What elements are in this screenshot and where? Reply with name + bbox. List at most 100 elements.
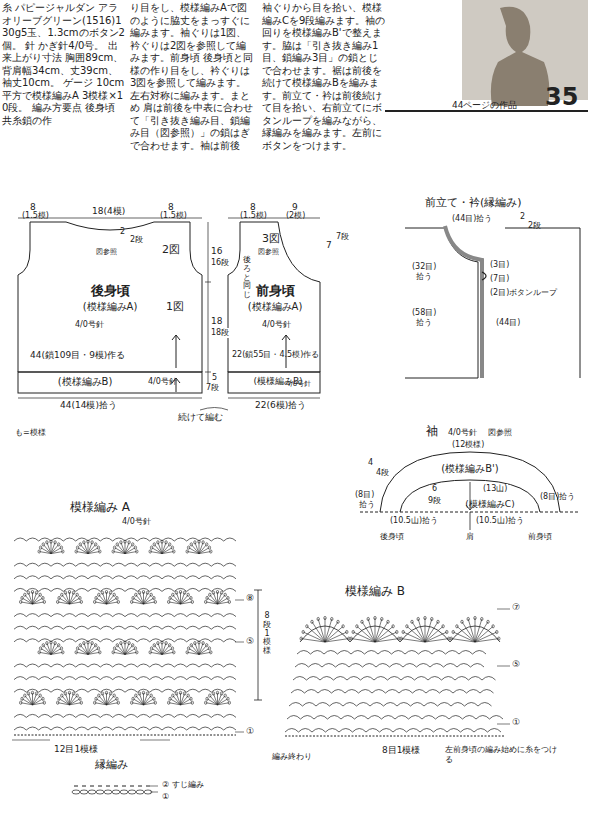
back-outline (18, 222, 202, 372)
annotation-text: 12目1模様 (54, 744, 98, 755)
annotation-text: ① (512, 717, 520, 728)
annotation-text: 4/0号針 (262, 320, 291, 330)
foundation-chain (285, 736, 505, 737)
piece-label: (模様編みA) (40, 300, 180, 314)
annotation-text: (7目) (490, 274, 509, 284)
annotation-text: 35 (545, 82, 578, 112)
annotation-text: (12模様) (452, 440, 484, 450)
annotation-text: (8目)拾う (540, 492, 575, 502)
row-pointers (235, 600, 510, 732)
annotation-text: (10.5山)拾う (476, 516, 524, 526)
pattern-piece: (模様編みB) (30, 375, 140, 389)
annotation-text: 22(6模)拾う (255, 400, 306, 411)
annotation-text: 8目1模様 (382, 745, 420, 756)
front-band-edging (445, 226, 482, 378)
repeat-marker (12, 740, 170, 741)
chain-arcs (285, 651, 503, 733)
annotation-text: 9段 (428, 496, 441, 506)
fan-edge (300, 626, 500, 642)
annotation-text: 肩 (466, 532, 474, 542)
annotation-text: 44ページの作品 (452, 100, 517, 111)
annotation-text: 前立て・衿(縁編み) (425, 196, 522, 210)
annotation-text: (1.5模) (240, 211, 267, 221)
annotation-text: も=模様 (15, 428, 46, 438)
button-loop (482, 272, 486, 280)
annotation-text: 16 (210, 246, 223, 257)
annotation-text: 18(4模) (92, 206, 125, 217)
annotation-text: 4/0号針 (75, 320, 104, 330)
edging-stitches (74, 786, 150, 787)
annotation-text: 模様編み B (345, 584, 405, 599)
piece-label: (模様編みB) (30, 375, 140, 389)
annotation-text: 4/0号針 (448, 428, 477, 438)
annotation-text: 2段 (130, 235, 143, 245)
annotation-text: 続けて編む (178, 412, 223, 423)
piece-label: (模様編みA) (232, 300, 318, 314)
annotation-text: (32目) (412, 262, 436, 272)
annotation-text: 袖 (426, 424, 438, 439)
annotation-text: 22(鎖55目・4.5模)作る (232, 350, 319, 360)
front-band-body (405, 228, 580, 378)
dimension-lines (18, 218, 320, 410)
annotation-text: (1.5模) (160, 211, 187, 221)
front-band (228, 372, 320, 393)
annotation-text: 1図 (166, 300, 184, 314)
annotation-text: 拾う (359, 500, 375, 510)
back-band (18, 372, 202, 393)
annotation-text: 16段 (210, 258, 230, 268)
stitch-fans (20, 540, 231, 705)
pattern-piece: (模様編みB') (420, 462, 520, 476)
pattern-piece: 後身頃(模様編みA) (40, 282, 180, 314)
annotation-text: (10.5山)拾う (390, 516, 438, 526)
annotation-text: 4/0号針 (286, 380, 311, 389)
repeat-bracket (254, 590, 262, 700)
annotation-text: (58目) (412, 308, 436, 318)
annotation-text: 編み終わり (272, 752, 312, 762)
row-pointers (150, 786, 158, 792)
annotation-text: 2図 (162, 243, 180, 257)
annotation-text: 図参照 (258, 248, 279, 257)
annotation-text: 8段1模様 (263, 612, 271, 656)
annotation-text: ⑧ (246, 593, 254, 604)
chain-arcs (14, 538, 236, 730)
piece-label: (模様編みB') (420, 462, 520, 476)
annotation-text: (2模) (286, 211, 305, 221)
front-outline (228, 222, 320, 372)
annotation-text: 5 (211, 373, 218, 383)
annotation-text: り目をし、模様編みAで図のように脇丈をまっすぐに編みます。袖ぐりは1図、衿ぐりは… (130, 2, 256, 152)
annotation-text: 後身頃 (380, 532, 404, 542)
annotation-text: 2段 (528, 221, 541, 231)
piece-label: (模様編みC) (450, 498, 530, 511)
annotation-text: 4/0号針 (148, 377, 177, 387)
annotation-text: (1.5模) (22, 211, 49, 221)
annotation-text: ⑤ (512, 659, 520, 670)
annotation-text: (44目) (496, 318, 520, 328)
photo-figure (491, 7, 549, 106)
annotation-text: ② すじ編み (162, 780, 204, 790)
annotation-text: 44(14模)拾う (60, 400, 117, 411)
annotation-text: 3図 (262, 232, 280, 246)
annotation-text: 縁編み (95, 758, 128, 772)
annotation-text: (8目) (355, 490, 374, 500)
annotation-text: 図参照 (96, 248, 117, 257)
annotation-text: (13山) (482, 484, 508, 494)
foundation-chain (14, 735, 236, 736)
annotation-text: 袖ぐりから目を拾い、模様編みCを9段編みます。袖の回りを模様編みB'で整えます。… (262, 2, 386, 152)
annotation-text: 糸 パピージャルダン アラ オリーブグリーン(1516)130g5玉、1.3cm… (2, 2, 126, 127)
annotation-text: 拾う (416, 318, 432, 328)
annotation-text: ① (246, 726, 254, 737)
annotation-text: 4段 (376, 468, 389, 478)
annotation-text: 拾う (416, 272, 432, 282)
annotation-text: (3目) (490, 260, 509, 270)
annotation-text: 2 (520, 212, 525, 222)
pattern-piece: (模様編みC) (450, 498, 530, 511)
annotation-text: 7 (326, 240, 332, 251)
annotation-text: 18段 (210, 328, 230, 338)
edging-chain (72, 790, 152, 794)
annotation-text: 4 (368, 458, 373, 468)
annotation-text: 18 (210, 316, 223, 327)
annotation-text: 前身頃 (528, 532, 552, 542)
annotation-text: 図参照 (488, 428, 512, 438)
annotation-text: 4/0号針 (122, 517, 151, 527)
annotation-text: 7段 (336, 232, 349, 242)
